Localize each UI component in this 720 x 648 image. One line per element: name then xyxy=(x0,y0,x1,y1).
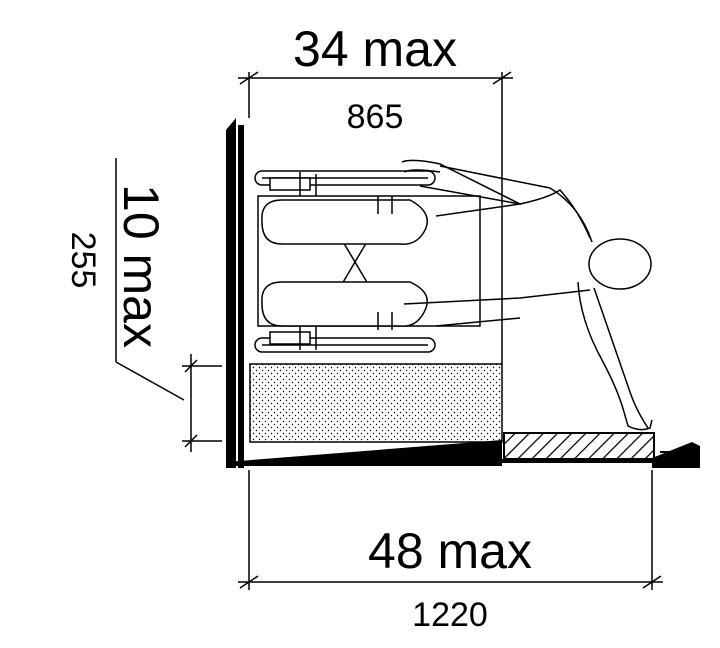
dimension-bottom-metric: 1220 xyxy=(412,596,488,634)
dimension-top-imperial: 34 max xyxy=(293,21,457,77)
head xyxy=(588,238,652,290)
dimension-top-metric: 865 xyxy=(347,98,404,136)
wall xyxy=(226,118,244,468)
dimension-side xyxy=(115,158,222,452)
dimension-side-imperial: 10 max xyxy=(113,184,169,348)
person-outline xyxy=(401,159,653,431)
dimension-bottom xyxy=(238,470,663,590)
wheelchair xyxy=(254,170,481,353)
hatched-floor-band xyxy=(503,432,655,460)
dimension-side-metric: 255 xyxy=(64,232,102,289)
floor xyxy=(226,440,700,468)
dimension-bottom-imperial: 48 max xyxy=(368,523,532,579)
counter-obstruction xyxy=(249,363,503,443)
dimension-top xyxy=(238,71,513,364)
